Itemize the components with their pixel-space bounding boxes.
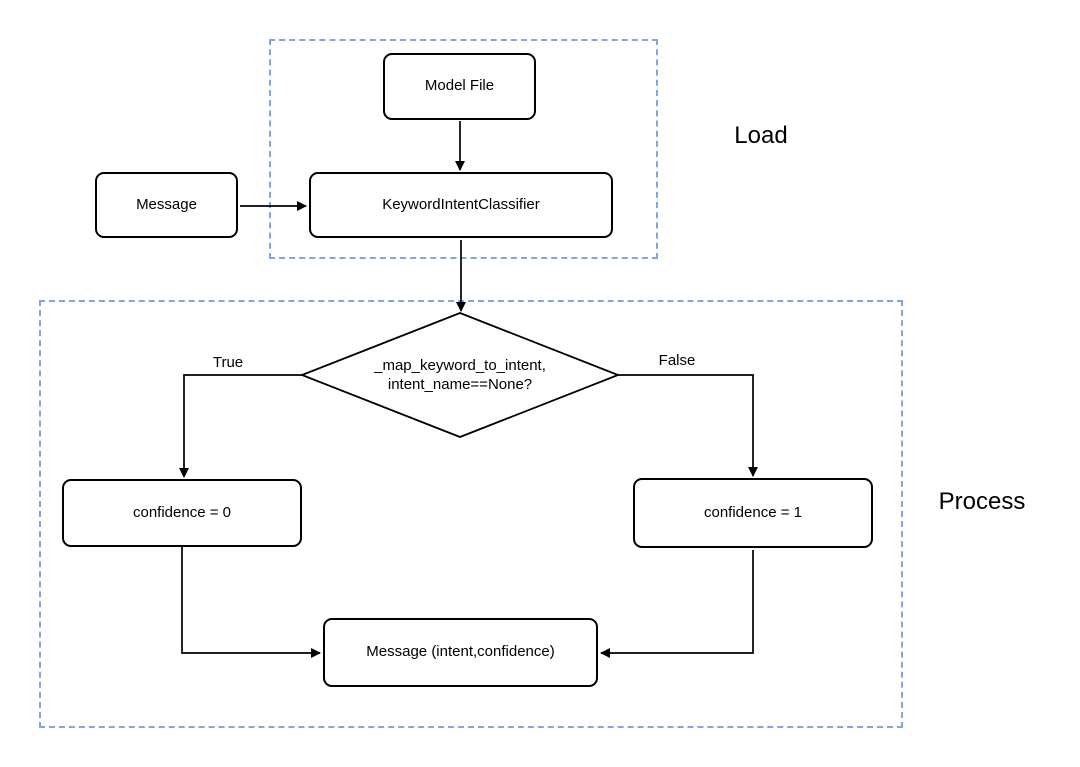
group-process — [39, 300, 903, 728]
edge-label-false: False — [658, 352, 696, 369]
group-load-title: Load — [734, 122, 788, 149]
node-message-input: Message — [95, 172, 238, 238]
node-confidence-1-label: confidence = 1 — [704, 503, 802, 521]
decision-line-2: intent_name==None? — [387, 376, 533, 393]
node-message-output: Message (intent,confidence) — [323, 618, 598, 687]
decision-diamond-label: _map_keyword_to_intent, intent_name==Non… — [320, 356, 600, 394]
node-keyword-intent-classifier: KeywordIntentClassifier — [309, 172, 613, 238]
node-model-file: Model File — [383, 53, 536, 120]
node-confidence-1: confidence = 1 — [633, 478, 873, 548]
node-confidence-0: confidence = 0 — [62, 479, 302, 547]
node-confidence-0-label: confidence = 0 — [133, 503, 231, 521]
node-keyword-intent-classifier-label: KeywordIntentClassifier — [382, 195, 540, 213]
edge-label-true: True — [212, 354, 244, 371]
decision-line-1: _map_keyword_to_intent, — [374, 357, 546, 374]
group-process-title: Process — [938, 488, 1026, 515]
node-message-input-label: Message — [136, 195, 197, 213]
node-message-output-label: Message (intent,confidence) — [366, 643, 555, 661]
group-load — [269, 39, 658, 259]
node-model-file-label: Model File — [424, 77, 495, 95]
